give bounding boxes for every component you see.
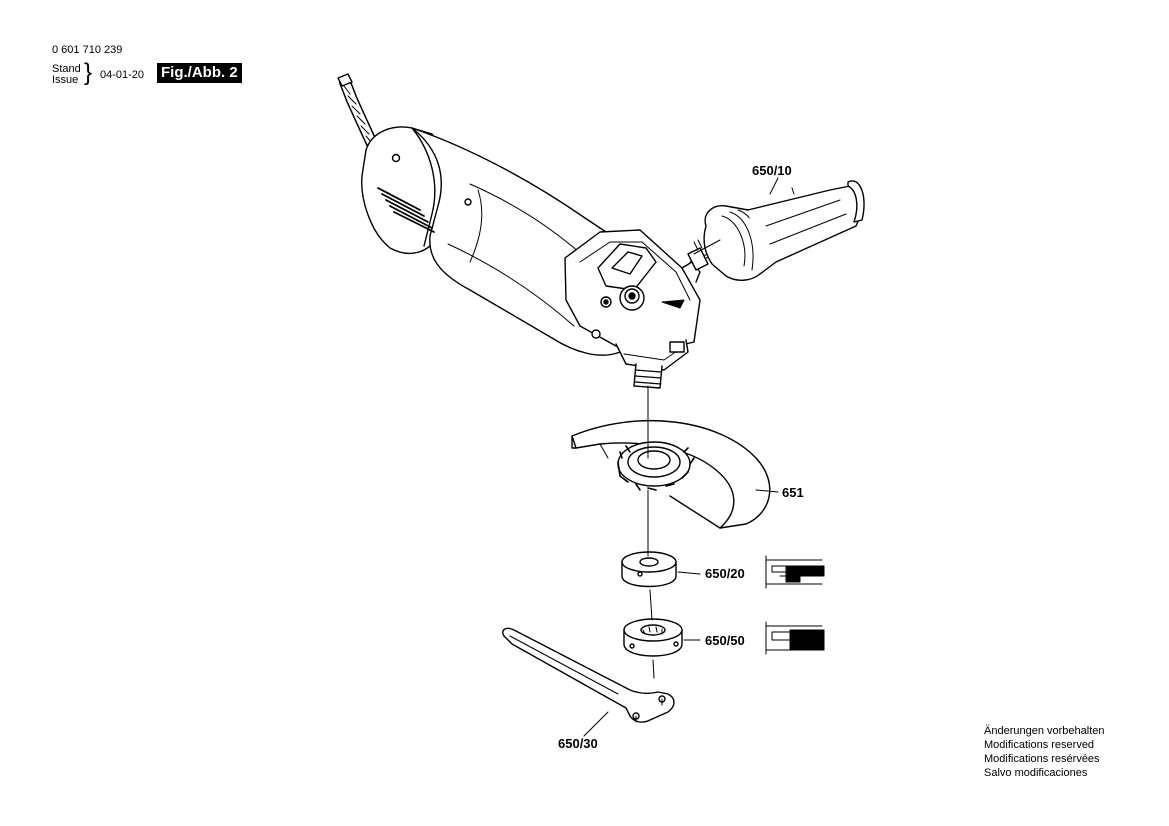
part-number: 0 601 710 239: [52, 44, 123, 56]
note-line: Änderungen vorbehalten: [984, 725, 1105, 737]
profile-symbol-650-20: [765, 555, 825, 589]
flange-650-20: [621, 551, 677, 588]
part-label: 651: [782, 485, 804, 500]
note-line: Modifications resérvées: [984, 753, 1100, 765]
wheel-guard-651: [571, 420, 771, 529]
figure-label: Fig./Abb. 2: [157, 63, 242, 83]
issue-label: Issue: [52, 74, 79, 86]
part-label: 650/10: [752, 163, 792, 178]
stand-label: Stand: [52, 63, 81, 75]
leader-lines: [583, 177, 779, 737]
part-label: 650/30: [558, 736, 598, 751]
profile-symbol-650-50: [765, 621, 825, 655]
power-cord: [337, 73, 380, 154]
spanner-650-30: [502, 627, 675, 723]
side-handle-650-10: [687, 180, 865, 281]
part-label: 650/20: [705, 566, 745, 581]
note-line: Modifications reserved: [984, 739, 1095, 751]
clamp-nut-650-50: [623, 618, 683, 657]
brace: }: [84, 59, 93, 86]
note-line: Salvo modificaciones: [984, 767, 1088, 779]
disclaimer-notes: Änderungen vorbehalten Modifications res…: [984, 724, 1104, 780]
angle-grinder-body: [361, 126, 701, 389]
part-label: 650/50: [705, 633, 745, 648]
issue-date: 04-01-20: [100, 69, 145, 81]
